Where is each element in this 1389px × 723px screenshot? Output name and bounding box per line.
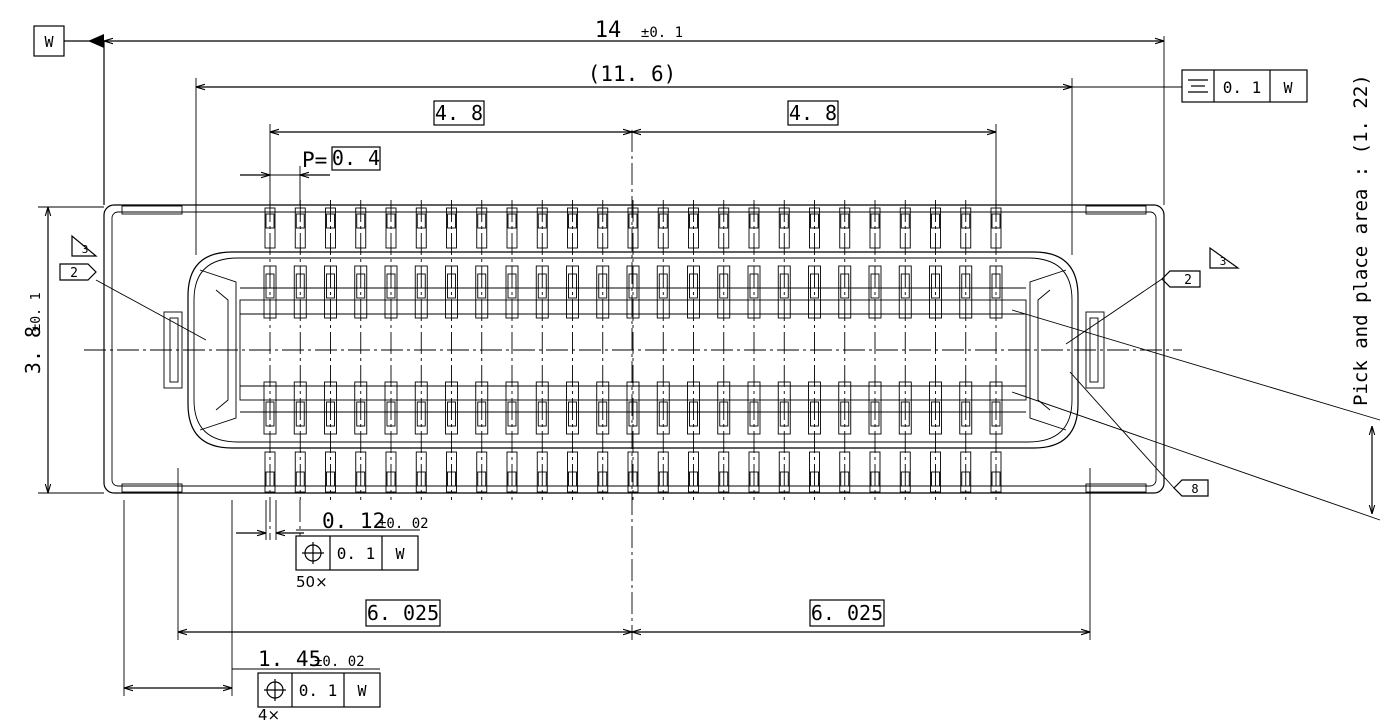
note-flag-3-left: 3 (71, 234, 98, 257)
pin-width-tol: ±0. 02 (378, 516, 429, 532)
overall-length-tol: ±0. 1 (641, 25, 683, 41)
half-span-left-value: 4. 8 (435, 101, 483, 125)
fcf-symmetry: 0. 1 W (1181, 69, 1308, 103)
pin-position-tolerance: 0. 1 (337, 544, 376, 563)
pitch-value: 0. 4 (332, 146, 380, 170)
dim-height: 3. 8 ±0. 1 (21, 206, 104, 494)
datum-w: W (33, 25, 105, 205)
post-position-datum: W (357, 682, 367, 700)
post-position-tolerance: 0. 1 (299, 681, 338, 700)
svg-text:3: 3 (82, 243, 89, 256)
svg-text:8: 8 (1191, 482, 1198, 496)
pick-place-area: Pick and place area : (1. 22) (1011, 74, 1381, 521)
pitch-prefix: P= (302, 148, 327, 172)
datum-triangle-icon (88, 34, 104, 48)
symmetry-tolerance: 0. 1 (1223, 78, 1262, 97)
dim-overall-length: 14 ±0. 1 (104, 18, 1165, 205)
pin-position-qty: 50× (296, 573, 328, 591)
post-position-qty: 4× (258, 706, 280, 723)
offset-right-value: 6. 025 (811, 601, 883, 625)
svg-text:2: 2 (70, 266, 78, 281)
note-flag-2-left: 2 (59, 263, 207, 341)
note-flag-3-right: 3 (1209, 246, 1240, 269)
position-icon (264, 679, 286, 701)
dim-pitch: P= 0. 4 (240, 146, 381, 205)
symmetry-datum: W (1283, 79, 1293, 97)
post-offset-value: 1. 45 (258, 647, 321, 671)
pin-array (263, 200, 1003, 500)
dim-pin-width: 0. 12 ±0. 02 0. 1 W 50× (236, 500, 429, 591)
post-offset-tol: ±0. 02 (314, 654, 365, 670)
svg-text:2: 2 (1184, 273, 1192, 288)
height-tol: ±0. 1 (29, 292, 44, 331)
note-flag-2-right: 2 (1065, 270, 1201, 345)
datum-w-label: W (44, 33, 54, 51)
pin-width-value: 0. 12 (322, 509, 385, 533)
note-flag-8: 8 (1069, 371, 1209, 497)
half-span-right-value: 4. 8 (789, 101, 837, 125)
offset-left-value: 6. 025 (367, 601, 439, 625)
overall-length-value: 14 (595, 18, 622, 43)
dim-reference-length: (11. 6) (195, 62, 1182, 255)
dim-half-spans: 4. 8 4. 8 (269, 100, 997, 205)
symmetry-icon (1188, 79, 1208, 93)
height-value: 3. 8 (21, 326, 45, 374)
dim-post-offset: 1. 45 ±0. 02 0. 1 W 4× (123, 500, 381, 723)
position-icon (302, 542, 324, 564)
pick-place-text: Pick and place area : (1. 22) (1350, 74, 1372, 406)
reference-length-value: (11. 6) (588, 62, 677, 86)
pin-position-datum: W (395, 545, 405, 563)
svg-text:3: 3 (1220, 255, 1227, 268)
dim-offsets: 6. 025 6. 025 (177, 468, 1091, 640)
